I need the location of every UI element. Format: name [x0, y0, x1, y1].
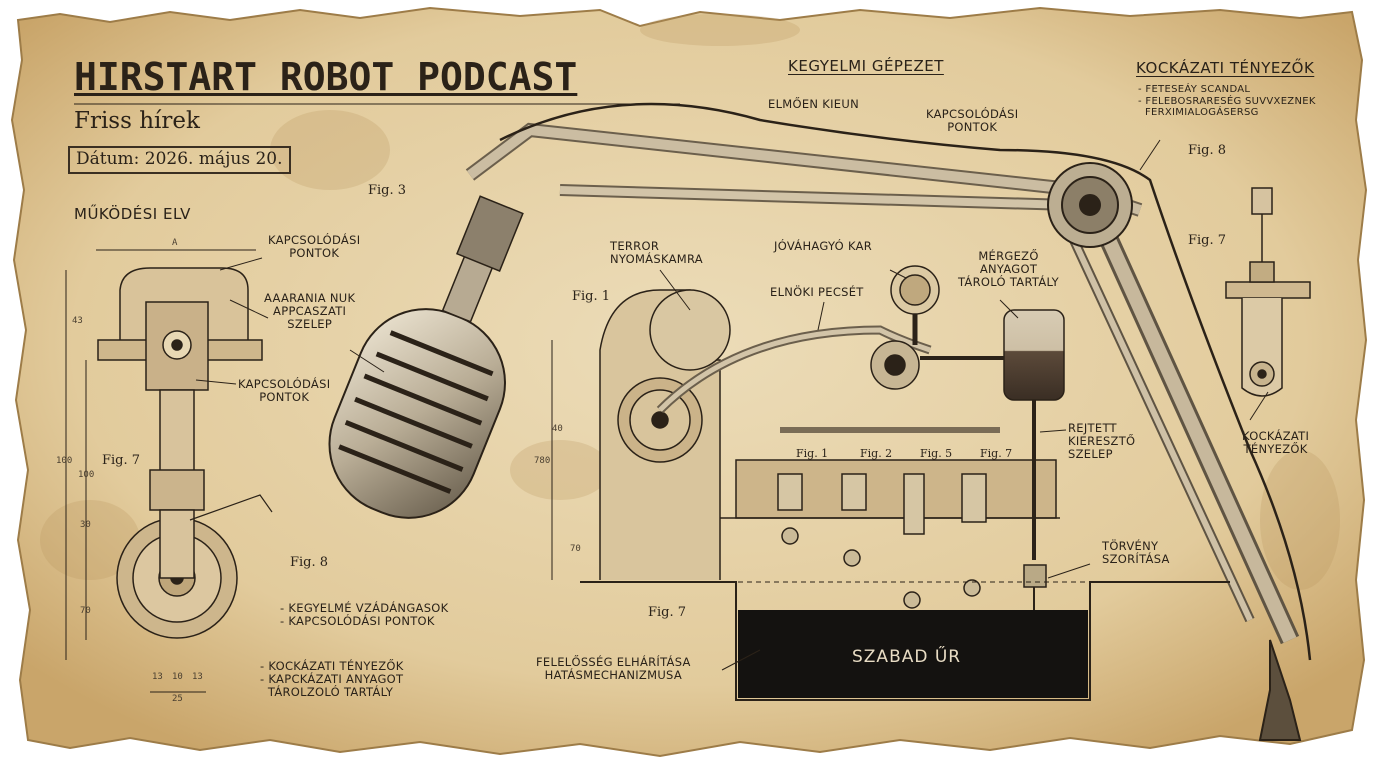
- right-heading: KOCKÁZATI TÉNYEZŐK: [1136, 59, 1315, 77]
- label-elnoki: ELNÖKI PECSÉT: [770, 285, 864, 299]
- label-elmoen: ELMŐEN KIEUN: [768, 97, 859, 111]
- label-terror: TERROR NYOMÁSKAMRA: [610, 239, 703, 267]
- label-connection-mid: KAPCSOLÓDÁSI PONTOK: [238, 377, 331, 405]
- dim-1: 43: [72, 316, 83, 326]
- piston-fig-4: Fig. 7: [980, 447, 1013, 460]
- left-mechanism-drawing: [65, 249, 273, 693]
- center-fig7: Fig. 7: [648, 605, 687, 620]
- label-felelosseg: FELELŐSSÉG ELHÁRÍTÁSA HATÁSMECHANIZMUSA: [536, 655, 691, 683]
- void-block: [738, 610, 1088, 698]
- label-mergezo: MÉRGEZŐ ANYAGOT TÁROLÓ TARTÁLY: [958, 249, 1060, 290]
- microphone-drawing: [328, 195, 524, 519]
- label-rejtett: REJTETT KIERESZTŐ SZELEP: [1068, 421, 1136, 462]
- dim-7: 10: [172, 672, 183, 682]
- dim-6: 13: [152, 672, 163, 682]
- center-dim-3: 70: [570, 544, 581, 554]
- boom-arm-drawing: [465, 102, 1312, 741]
- right-fig-drawing: [1225, 187, 1311, 397]
- dim-4: 30: [80, 520, 91, 530]
- right-fig7: Fig. 7: [1188, 233, 1227, 248]
- center-machine-drawing: [551, 265, 1230, 701]
- void-label: SZABAD ŰR: [852, 647, 962, 667]
- right-items: - FETESEÁY SCANDAL - FELEBOSRARESÉG SUVV…: [1138, 84, 1316, 118]
- label-torveny: TÖRVÉNY SZORÍTÁSA: [1102, 539, 1170, 567]
- right-fig8: Fig. 8: [1188, 143, 1227, 158]
- left-fig8: Fig. 8: [290, 555, 329, 570]
- left-fig7: Fig. 7: [102, 453, 141, 468]
- label-valve: AAARANIA NUK APPCASZATI SZELEP: [264, 291, 356, 332]
- stains: [40, 14, 1340, 590]
- left-heading: MŰKÖDÉSI ELV: [74, 205, 191, 223]
- leader-lines: [219, 139, 1269, 671]
- center-dim-2: 780: [534, 456, 551, 466]
- center-heading: KEGYELMI GÉPEZET: [788, 57, 944, 75]
- dim-3: 100: [78, 470, 95, 480]
- poster-title: HIRSTART ROBOT PODCAST: [74, 55, 578, 99]
- dim-8: 13: [192, 672, 203, 682]
- dim-a: A: [172, 238, 178, 248]
- piston-fig-2: Fig. 2: [860, 447, 893, 460]
- piston-fig-1: Fig. 1: [796, 447, 829, 460]
- dim-5: 70: [80, 606, 91, 616]
- right-kockazati: KOCKÁZATI TÉNYEZŐK: [1242, 429, 1310, 457]
- poster-date: Dátum: 2026. május 20.: [68, 146, 291, 174]
- dim-2: 100: [56, 456, 73, 466]
- left-legend-2: - KOCKÁZATI TÉNYEZŐK - KAPCKÁZATI ANYAGO…: [260, 659, 404, 700]
- label-jovahagyo: JÓVÁHAGYÓ KAR: [774, 239, 873, 253]
- center-dim-1: 40: [552, 424, 563, 434]
- label-kapcs-center: KAPCSOLÓDÁSI PONTOK: [926, 107, 1019, 135]
- dim-9: 25: [172, 694, 183, 704]
- fig1: Fig. 1: [572, 289, 611, 304]
- piston-fig-3: Fig. 5: [920, 447, 953, 460]
- label-connection-top: KAPCSOLÓDÁSI PONTOK: [268, 233, 361, 261]
- left-legend-1: - KEGYELMÉ VZÁDÁNGASOK - KAPCSOLÓDÁSI PO…: [280, 601, 449, 629]
- poster-subtitle: Friss hírek: [74, 108, 200, 134]
- fig3: Fig. 3: [368, 183, 407, 198]
